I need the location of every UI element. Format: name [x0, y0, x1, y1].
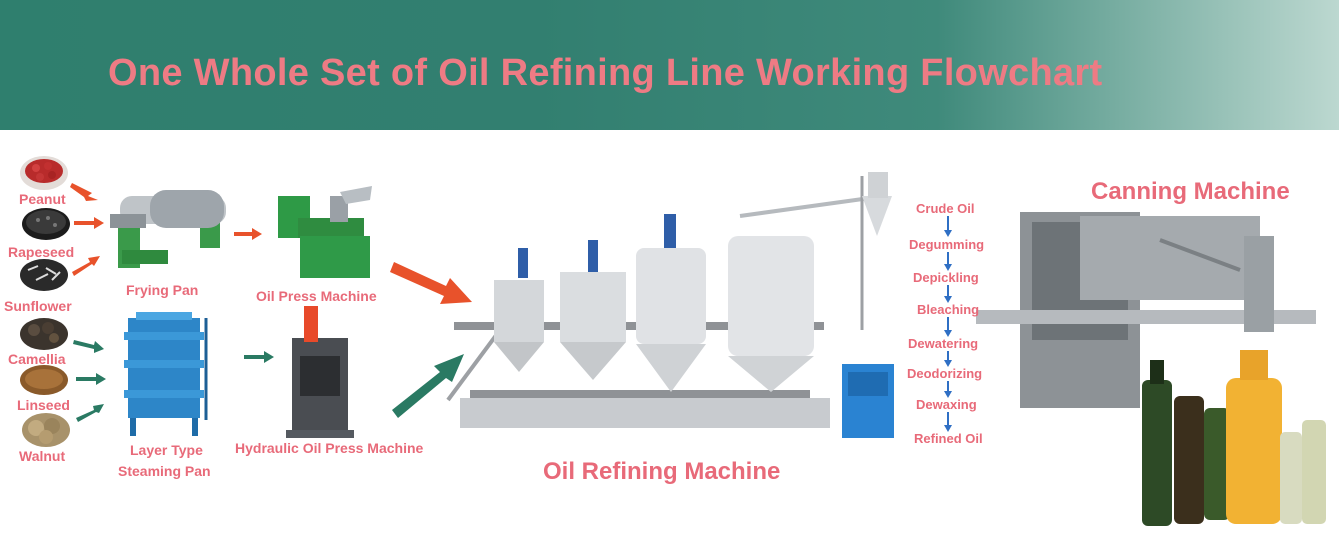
oil-refining-machine-image — [446, 172, 894, 438]
hydraulic-press-image — [286, 306, 354, 438]
label-steaming-pan-line2: Steaming Pan — [118, 463, 211, 479]
peanut-image — [20, 156, 68, 190]
seed-label-walnut: Walnut — [19, 448, 66, 464]
arrow-steam-to-hydraulic — [244, 351, 274, 363]
rapeseed-image — [22, 208, 70, 240]
refining-step-arrows — [944, 216, 952, 432]
step-depickling: Depickling — [913, 270, 979, 285]
sunflower-image — [20, 259, 68, 291]
frying-pan-machine-image — [110, 190, 226, 268]
label-hydraulic-press: Hydraulic Oil Press Machine — [235, 440, 424, 456]
canning-machine-image — [976, 212, 1316, 408]
oil-press-machine-image — [278, 186, 372, 278]
seed-label-camellia: Camellia — [8, 351, 66, 367]
step-bleaching: Bleaching — [917, 302, 980, 317]
label-oil-refining-machine: Oil Refining Machine — [543, 458, 781, 485]
seed-label-rapeseed: Rapeseed — [8, 244, 75, 260]
seed-arrows-teal — [73, 340, 106, 422]
label-steaming-pan-line1: Layer Type — [130, 442, 203, 458]
step-deodorizing: Deodorizing — [907, 366, 983, 381]
step-refined-oil: Refined Oil — [914, 431, 983, 446]
step-degumming: Degumming — [909, 237, 985, 252]
page-title: One Whole Set of Oil Refining Line Worki… — [108, 52, 1103, 94]
walnut-image — [22, 413, 70, 447]
arrow-fry-to-press — [234, 228, 262, 240]
oil-bottles-image — [1142, 350, 1326, 526]
seed-arrows-orange — [70, 183, 104, 276]
step-dewatering: Dewatering — [908, 336, 979, 351]
label-frying-pan: Frying Pan — [126, 282, 199, 298]
steaming-pan-image — [124, 312, 208, 436]
arrow-teal-to-refining — [392, 354, 464, 418]
label-canning-machine: Canning Machine — [1091, 178, 1290, 205]
arrow-orange-to-refining — [390, 262, 472, 304]
seed-label-sunflower: Sunflower — [4, 298, 72, 314]
camellia-image — [20, 318, 68, 350]
linseed-image — [20, 365, 68, 395]
step-dewaxing: Dewaxing — [916, 397, 977, 412]
step-crude-oil: Crude Oil — [916, 201, 975, 216]
seed-label-peanut: Peanut — [19, 191, 66, 207]
seed-label-linseed: Linseed — [17, 397, 70, 413]
title-banner: One Whole Set of Oil Refining Line Worki… — [0, 0, 1339, 130]
label-oil-press: Oil Press Machine — [256, 288, 377, 304]
